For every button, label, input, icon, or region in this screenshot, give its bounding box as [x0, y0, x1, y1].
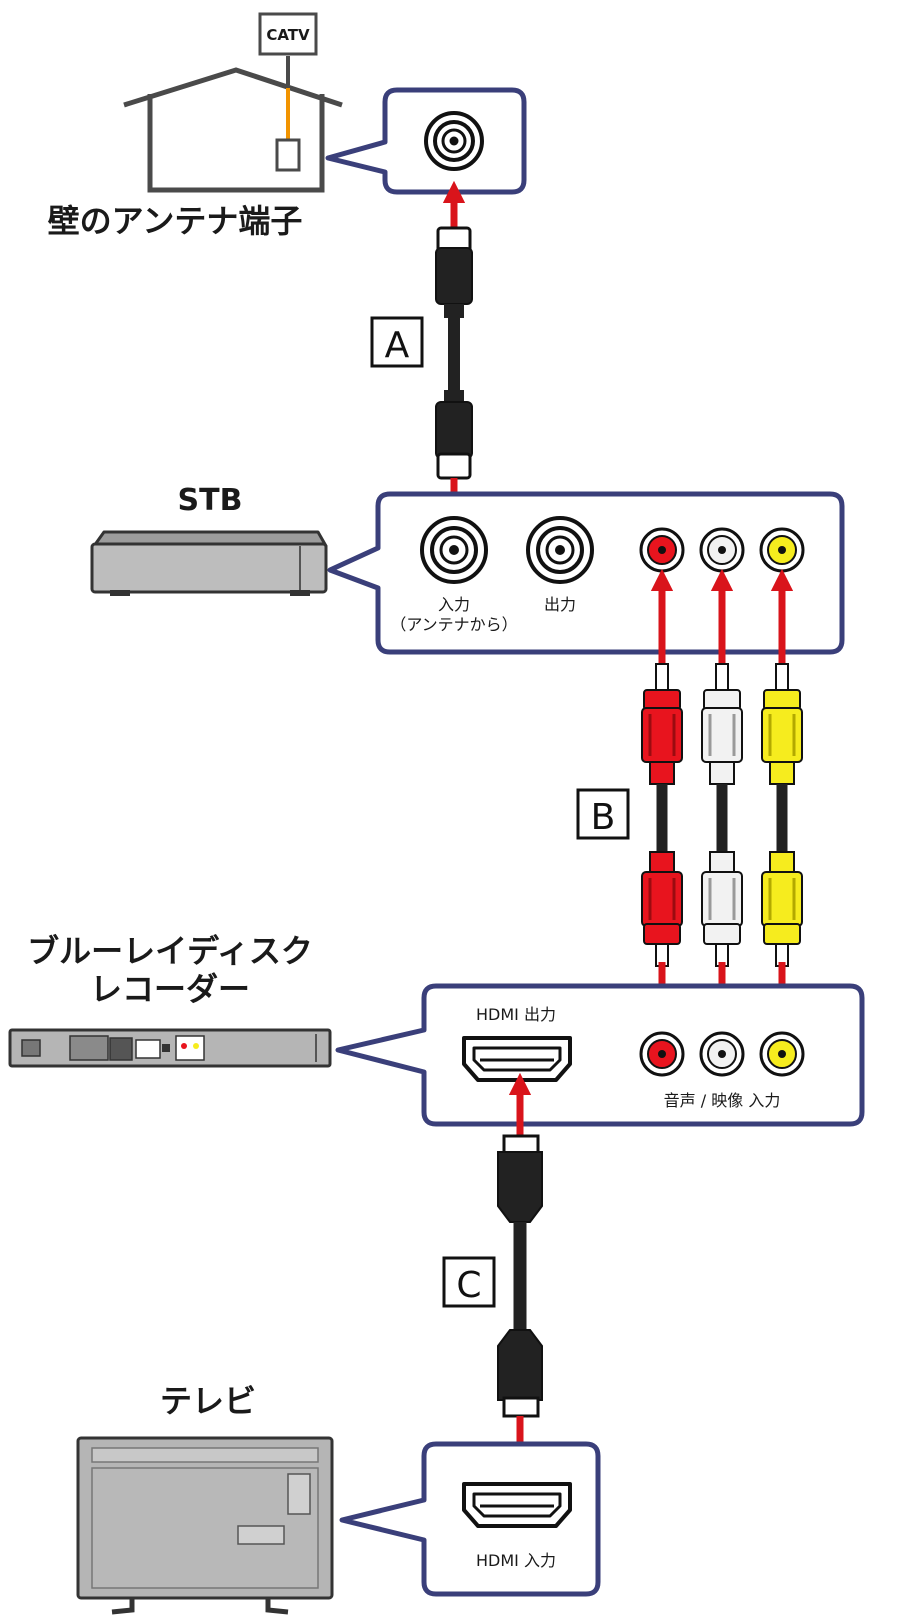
hdmi-in-label: HDMI 入力: [476, 1551, 556, 1570]
bd-rca-red-jack-icon: [639, 1031, 685, 1077]
tv-illustration: [76, 1436, 334, 1615]
stb-rca-white-jack-icon: [699, 527, 745, 573]
cable-c-letter: C: [456, 1265, 481, 1306]
cable-a-letter: A: [385, 325, 410, 366]
callout-tv-panel: HDMI 入力: [339, 1441, 601, 1597]
stb-output-label: 出力: [544, 595, 576, 614]
wall-outlet-icon: [275, 138, 301, 172]
cable-b-label-box: B: [576, 788, 630, 840]
av-input-label: 音声 / 映像 入力: [664, 1091, 781, 1110]
bd-rca-white-jack-icon: [699, 1031, 745, 1077]
cable-b-rca: [641, 568, 803, 1022]
cable-b-letter: B: [591, 797, 616, 838]
hdmi-output-port-icon: [462, 1036, 572, 1082]
hdmi-out-label: HDMI 出力: [476, 1005, 556, 1024]
cable-c-label-box: C: [442, 1256, 496, 1308]
stb-rca-yellow-jack-icon: [759, 527, 805, 573]
bd-rca-yellow-jack-icon: [759, 1031, 805, 1077]
stb-coax-output-jack-icon: [526, 516, 594, 584]
cable-a-label-box: A: [370, 316, 424, 368]
tv-title: テレビ: [160, 1382, 256, 1420]
wall-terminal-title: 壁のアンテナ端子: [48, 202, 303, 240]
hdmi-input-port-icon: [462, 1482, 572, 1528]
cable-a-coax: [435, 180, 473, 540]
stb-input-label: 入力: [438, 595, 470, 614]
stb-input-sublabel: （アンテナから）: [390, 615, 517, 634]
bd-recorder-title-line1: ブルーレイディスク: [27, 932, 313, 970]
callout-wall-terminal: [325, 87, 527, 195]
catv-label: CATV: [266, 26, 310, 44]
stb-coax-input-jack-icon: [420, 516, 488, 584]
wall-coax-jack-icon: [424, 111, 484, 171]
bd-recorder-illustration: [8, 1028, 332, 1068]
stb-title: STB: [178, 483, 243, 518]
callout-bd-recorder-panel: HDMI 出力 音声 / 映像 入力: [335, 983, 865, 1127]
stb-device-illustration: [90, 530, 328, 596]
stb-rca-red-jack-icon: [639, 527, 685, 573]
catv-antenna-box: [258, 12, 318, 56]
bd-recorder-title-line2: レコーダー: [90, 970, 250, 1008]
callout-stb-panel: 入力 （アンテナから） 出力: [327, 491, 845, 655]
cable-c-hdmi: [497, 1072, 543, 1478]
house-illustration: CATV: [123, 12, 343, 193]
